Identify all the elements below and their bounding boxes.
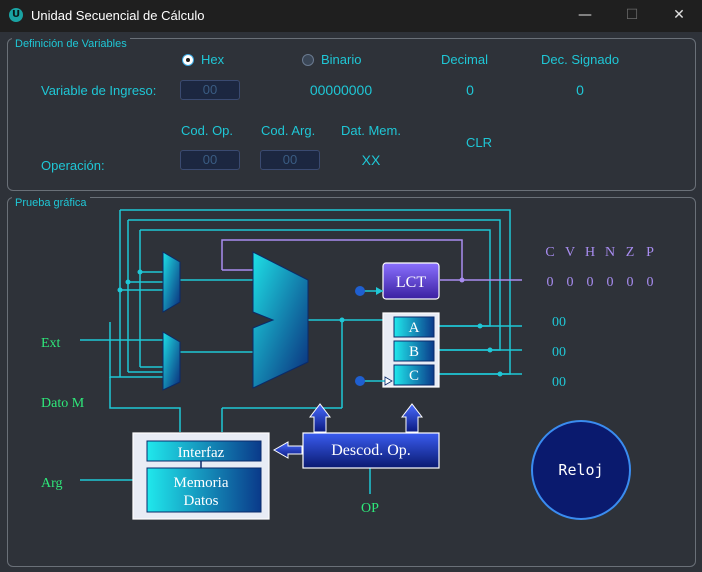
mux-upper — [162, 251, 181, 313]
dat-mem-header: Dat. Mem. — [341, 123, 401, 138]
cod-op-header: Cod. Op. — [181, 123, 234, 138]
app-icon: U — [9, 8, 23, 22]
operation-label: Operación: — [41, 158, 105, 173]
interfaz-block — [146, 440, 262, 462]
cod-arg-header: Cod. Arg. — [261, 123, 316, 138]
alu-block — [252, 251, 309, 389]
register-b-value: 00 — [552, 345, 566, 360]
cod-arg-field[interactable]: 00 — [260, 150, 320, 170]
decoder-up-arrows — [308, 403, 424, 433]
memoria-label: Memoria — [174, 475, 229, 491]
register-a-label: A — [409, 320, 420, 336]
dato-m-label: Dato M — [41, 396, 85, 411]
input-variable-label: Variable de Ingreso: — [41, 83, 157, 98]
dat-mem-value: XX — [361, 152, 381, 168]
datapath-wires — [80, 209, 522, 494]
binary-value: 00000000 — [309, 82, 373, 98]
signed-decimal-header: Dec. Signado — [541, 52, 620, 67]
flag-h-value: 0 — [587, 275, 594, 290]
register-clock-input — [355, 376, 365, 386]
datos-label: Datos — [184, 493, 219, 509]
hex-radio-label[interactable]: Hex — [201, 52, 225, 67]
interfaz-label: Interfaz — [178, 445, 225, 461]
datapath-diagram: LCT A B C Interfaz Memoria Datos Desco — [41, 209, 654, 520]
lct-block — [382, 262, 440, 300]
flag-v-value: 0 — [567, 275, 574, 290]
decimal-header: Decimal — [441, 52, 488, 67]
register-c-label: C — [409, 368, 419, 384]
decoder-left-arrow — [272, 441, 303, 459]
signed-decimal-value: 0 — [576, 82, 584, 98]
cod-op-field[interactable]: 00 — [180, 150, 240, 170]
hex-radio[interactable] — [182, 54, 194, 66]
clock-label[interactable]: Reloj — [558, 461, 603, 479]
clock-button[interactable] — [531, 420, 631, 520]
register-c — [393, 364, 435, 386]
decoder-label: Descod. Op. — [331, 442, 411, 459]
wire-junctions — [117, 269, 503, 377]
arg-label: Arg — [41, 476, 63, 491]
diagram-group-title: Prueba gráfica — [12, 197, 90, 209]
register-b — [393, 340, 435, 362]
flag-z-label: Z — [626, 245, 635, 260]
flag-p-label: P — [646, 245, 654, 260]
lct-label: LCT — [396, 274, 426, 291]
op-label: OP — [361, 501, 379, 516]
flags-panel: C V H N Z P 0 0 0 0 0 0 — [545, 245, 654, 290]
register-c-value: 00 — [552, 375, 566, 390]
flag-v-label: V — [565, 245, 575, 260]
register-b-label: B — [409, 344, 419, 360]
flag-n-label: N — [605, 245, 615, 260]
client-area: Definición de Variables Hex Binario Deci… — [0, 32, 702, 572]
ext-label: Ext — [41, 336, 61, 351]
variables-group — [7, 38, 696, 191]
register-a-value: 00 — [552, 315, 566, 330]
flag-c-value: 0 — [547, 275, 554, 290]
binary-radio[interactable] — [302, 54, 314, 66]
flag-h-label: H — [585, 245, 595, 260]
flag-c-label: C — [545, 245, 554, 260]
flag-z-value: 0 — [627, 275, 634, 290]
register-a — [393, 316, 435, 338]
close-button[interactable]: ✕ — [673, 7, 685, 23]
lct-clock-input — [355, 286, 365, 296]
flag-p-value: 0 — [647, 275, 654, 290]
title-bar: U Unidad Secuencial de Cálculo — ☐ ✕ — [0, 0, 702, 32]
decoder-block — [302, 432, 440, 469]
variables-group-title: Definición de Variables — [12, 38, 130, 50]
decimal-value: 0 — [466, 82, 474, 98]
lct-wires — [221, 239, 522, 281]
mux-lower — [162, 331, 181, 391]
flag-n-value: 0 — [607, 275, 614, 290]
minimize-button[interactable]: — — [578, 7, 592, 23]
memoria-datos-block — [146, 467, 262, 513]
binary-radio-label[interactable]: Binario — [321, 52, 362, 67]
input-variable-field[interactable]: 00 — [180, 80, 240, 100]
window-title: Unidad Secuencial de Cálculo — [31, 8, 205, 23]
clr-button[interactable]: CLR — [466, 135, 493, 150]
maximize-button: ☐ — [625, 7, 639, 23]
